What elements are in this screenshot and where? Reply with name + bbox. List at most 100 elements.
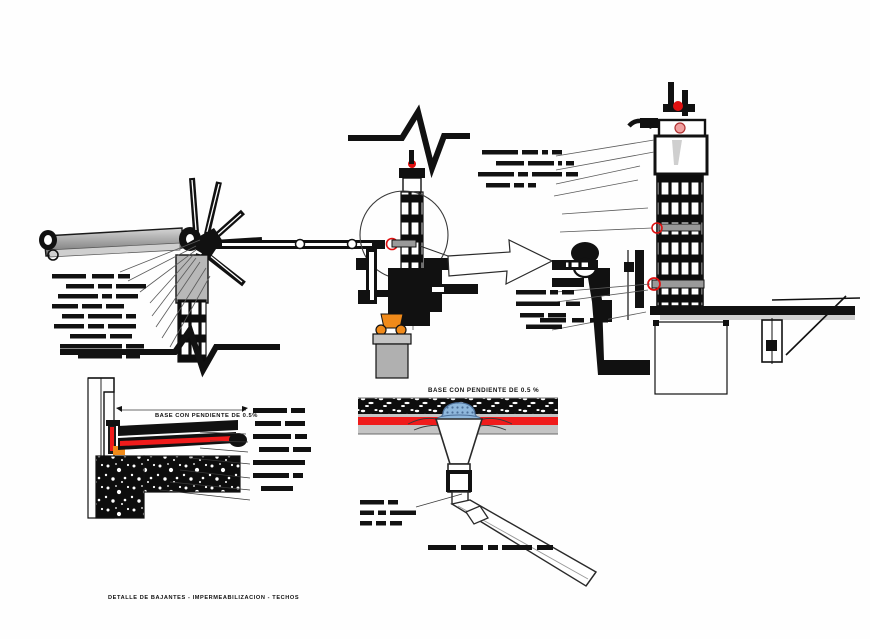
annotation-bar — [106, 304, 124, 309]
membrane-red-layer — [120, 436, 234, 446]
annotation-bar — [526, 324, 562, 329]
roof-structural-slab — [143, 455, 241, 493]
annotation-bar — [376, 521, 386, 526]
annotation-bar — [102, 294, 112, 299]
column-side-pipe-clamp — [624, 262, 634, 272]
annotation-bar — [566, 172, 578, 177]
annotation-bar — [360, 510, 374, 515]
annotation-bar — [528, 161, 554, 166]
annotation-bars — [52, 150, 608, 550]
annotation-bar — [522, 150, 538, 155]
annotation-bar — [550, 290, 558, 295]
annotation-bar — [542, 150, 548, 155]
deck-fastener-b — [346, 238, 358, 250]
annotation-bar — [255, 421, 281, 426]
vent-cap-plate — [399, 168, 425, 178]
label-slope-left: BASE CON PENDIENTE DE 0.5% — [155, 413, 258, 419]
annotation-bar — [285, 421, 305, 426]
annotation-bar — [108, 324, 136, 329]
annotation-bar — [70, 334, 106, 339]
annotation-bar — [486, 183, 510, 188]
annotation-bar — [92, 274, 114, 279]
detail-right-masonry-column — [551, 82, 861, 395]
annotation-bar — [428, 545, 456, 550]
annotation-bar — [110, 334, 132, 339]
detail-roof-drain — [358, 397, 598, 587]
annotation-bar — [514, 183, 524, 188]
annotation-bar — [259, 447, 289, 452]
annotation-bar — [257, 460, 285, 465]
annotation-bar — [82, 304, 102, 309]
parapet-concrete-wall — [95, 455, 145, 519]
slab-void — [432, 287, 444, 292]
column-cap-seal — [673, 101, 683, 111]
annotation-bar — [558, 161, 562, 166]
column-side-pipe — [635, 250, 644, 308]
through-wall-sleeve — [391, 239, 417, 248]
annotation-bar — [388, 500, 398, 505]
outlet-pipe-end — [585, 571, 597, 587]
pipe-fitting-lower — [358, 290, 370, 304]
rafter-hub-plate — [186, 228, 222, 258]
chamber-flow-wedge — [672, 140, 682, 165]
annotation-bar — [520, 313, 544, 318]
slope-arrow-right — [242, 406, 248, 412]
annotation-bar — [126, 314, 136, 319]
vent-collar — [402, 177, 422, 193]
annotation-bar — [516, 301, 560, 306]
annotation-bar — [126, 354, 140, 359]
annotation-bar — [360, 500, 384, 505]
slab-top-line — [771, 297, 861, 301]
annotation-bar — [293, 447, 311, 452]
annotation-bar — [293, 473, 303, 478]
annotation-bar — [552, 150, 562, 155]
annotation-bar — [253, 408, 287, 413]
slab-lower-band — [424, 284, 478, 294]
detail-center-riser — [348, 104, 554, 379]
downspout-head — [175, 254, 209, 304]
annotation-bar — [566, 161, 574, 166]
annotation-bar — [289, 460, 305, 465]
annotation-right-upper-block — [478, 150, 578, 188]
annotation-bar — [295, 434, 307, 439]
column-cap-gasket — [674, 122, 686, 134]
annotation-bar — [537, 545, 553, 550]
annotation-bar — [378, 510, 386, 515]
downspout-fitting-b — [598, 300, 612, 322]
annotation-bar — [126, 344, 144, 349]
annotation-bar — [88, 314, 122, 319]
membrane-edge-roll — [229, 433, 247, 447]
deck-fastener-a — [294, 238, 306, 250]
annotation-bar — [54, 324, 84, 329]
cylinder-cap — [372, 333, 412, 345]
outline-corner-a — [653, 320, 659, 326]
annotation-bar — [52, 304, 78, 309]
pipe-fitting-upper — [356, 258, 368, 270]
annotation-bar — [572, 318, 584, 323]
column-vent-stack-b — [682, 90, 688, 116]
annotation-left-detail-block — [253, 408, 311, 491]
gutter-inner-face — [47, 242, 181, 258]
annotation-bar — [488, 545, 498, 550]
drain-inlet-grate — [566, 262, 588, 267]
leader-lines-left — [119, 239, 211, 348]
annotation-bar — [291, 408, 305, 413]
detail-transfer-arrow — [447, 238, 554, 286]
shaft-bond-beam — [658, 223, 702, 232]
leader-line-drain-note — [415, 493, 463, 508]
arrow-tail-line — [419, 245, 449, 257]
annotation-bar — [62, 314, 84, 319]
break-line-top — [348, 104, 470, 179]
annotation-bottom-dashed-note — [428, 545, 553, 550]
annotation-right-column-notes — [540, 318, 608, 323]
annotation-bar — [98, 284, 112, 289]
gutter-drip-edge — [47, 249, 59, 261]
downspout-fitting-a — [596, 268, 610, 296]
annotation-bar — [528, 183, 536, 188]
slab-slope-line — [785, 295, 847, 356]
membrane-turnup-red — [110, 427, 114, 451]
column-vent-stack — [668, 82, 674, 112]
outlet-pipe-coupling — [465, 505, 489, 525]
sealant-fillet — [113, 446, 125, 455]
